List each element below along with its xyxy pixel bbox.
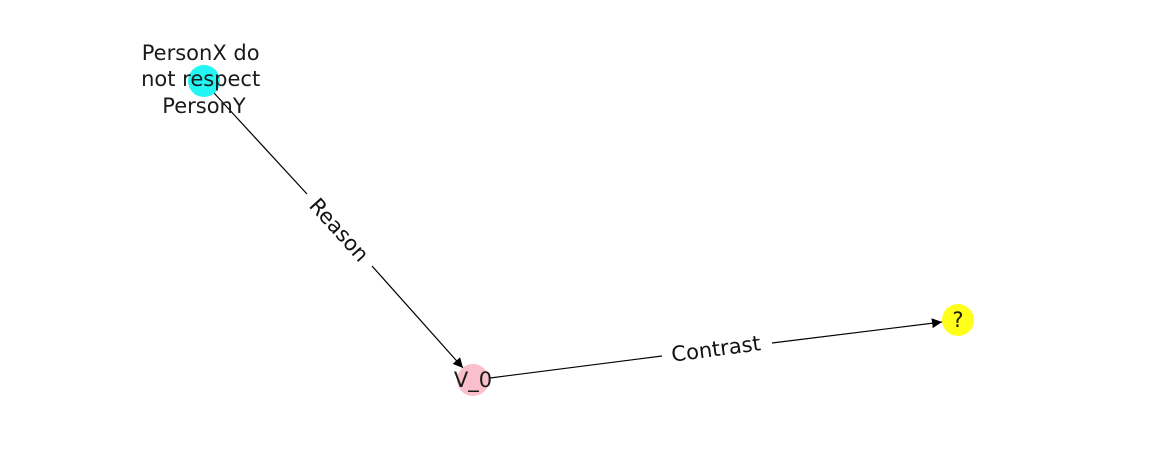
edge-reason-label: Reason bbox=[304, 194, 373, 267]
node-v0 bbox=[457, 364, 489, 396]
edge-contrast-line-b bbox=[771, 318, 943, 344]
edge-contrast bbox=[489, 318, 943, 379]
edge-reason-line-b bbox=[371, 265, 464, 369]
node-personx-label-line-1: PersonX do bbox=[142, 41, 260, 65]
node-personx-label-line-2: not respect bbox=[141, 67, 260, 91]
edge-contrast-line-a bbox=[489, 355, 663, 379]
node-unknown-label: ? bbox=[952, 308, 963, 332]
node-personx-label: PersonX do not respect PersonY bbox=[141, 41, 267, 118]
node-personx-label-line-3: PersonY bbox=[162, 94, 246, 118]
node-v0-label: V_0 bbox=[454, 368, 492, 393]
edge-reason bbox=[213, 92, 464, 369]
edge-reason-line-a bbox=[213, 92, 308, 195]
node-personx bbox=[188, 65, 220, 97]
edge-contrast-label: Contrast bbox=[670, 331, 762, 367]
node-unknown bbox=[942, 304, 974, 336]
